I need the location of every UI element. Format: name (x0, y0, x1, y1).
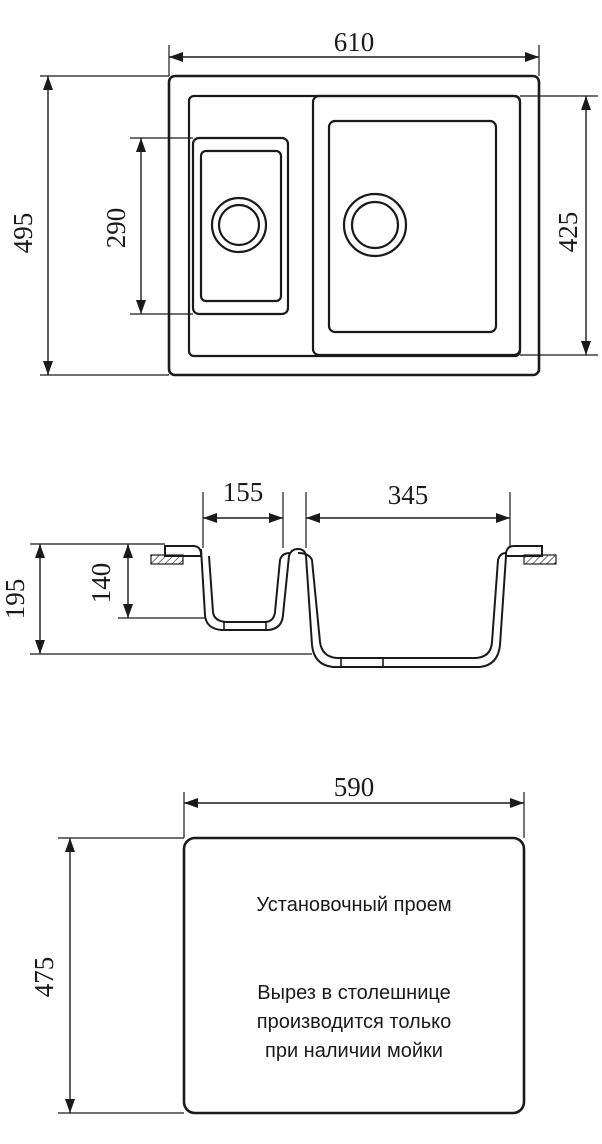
total-depth-label: 195 (0, 579, 30, 620)
cutout-title: Установочный проем (256, 894, 451, 916)
cutout-outline (182, 836, 526, 1115)
large-bowl-inner (327, 119, 498, 334)
large-bowl-section (297, 552, 507, 668)
cutout-note-line-1: Вырез в столешнице (257, 982, 450, 1004)
width-label: 610 (334, 27, 375, 57)
cutout-width-label: 590 (334, 772, 375, 802)
cutout-height-label: 475 (29, 957, 59, 998)
small-bowl-section (200, 547, 307, 631)
section-view: 155 345 195 140 (0, 477, 557, 668)
top-view: 610 495 290 425 (8, 27, 598, 377)
small-bowl-outer (191, 136, 290, 316)
small-depth-label: 140 (86, 563, 116, 604)
sink-inner-frame (187, 94, 522, 358)
sink-outline (167, 74, 541, 377)
height-label: 495 (8, 213, 38, 254)
large-width-label: 345 (388, 480, 429, 510)
small-drain-icon (210, 196, 268, 254)
small-drain-inner-icon (217, 203, 261, 247)
small-bowl-label: 290 (101, 208, 131, 249)
cutout-view: 590 475 Установочный проем Вырез в столе… (29, 772, 526, 1115)
small-width-label: 155 (223, 477, 264, 507)
large-drain-inner-icon (350, 200, 400, 250)
large-bowl-outer (311, 94, 522, 357)
small-bowl-inner (199, 149, 283, 303)
cutout-note-line-2: производится только (257, 1011, 451, 1033)
large-drain-icon (342, 192, 408, 258)
large-bowl-label: 425 (553, 212, 583, 253)
cutout-note-line-3: при наличии мойки (265, 1040, 443, 1062)
